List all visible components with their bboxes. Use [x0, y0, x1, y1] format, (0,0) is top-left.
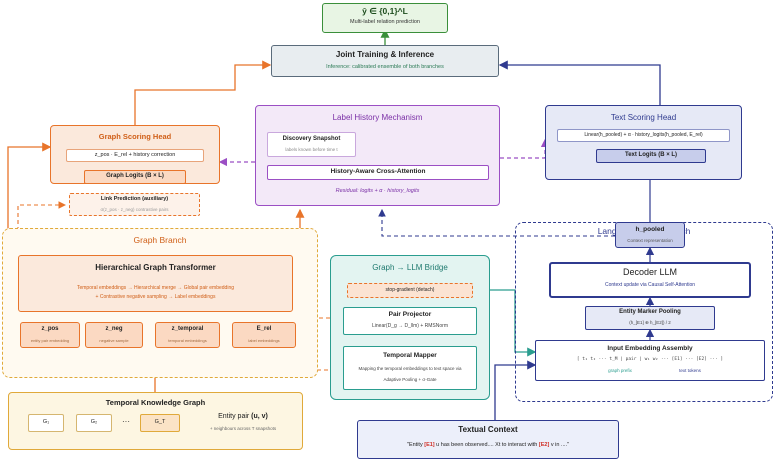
graph-transformer-title: Hierarchical Graph Transformer: [95, 263, 216, 272]
pair-projector-box: [343, 307, 477, 335]
output-subtitle: Multi-label relation prediction: [349, 19, 420, 25]
link-prediction-box: [69, 193, 200, 216]
embed-assembly-tokens: [ t₁ t₂ ··· t_M | pair | w₁ w₂ ··· [E1] …: [576, 357, 724, 362]
attention-title: History-Aware Cross-Attention: [330, 168, 426, 175]
output-zpos-name: z_pos: [41, 326, 59, 332]
snapshot-g1: [28, 414, 64, 432]
decoder-sub: Context update via Causal Self-Attention: [604, 282, 696, 288]
context-quote-2: u has been observed.... Xt to interact w…: [434, 442, 539, 448]
output-zneg-name: z_neg: [105, 326, 123, 332]
link-prediction-title: Link Prediction (auxiliary): [100, 196, 169, 202]
graph-transformer-line1: Temporal embeddings → Hierarchical merge…: [76, 285, 235, 291]
snapshot-g2: [76, 414, 112, 432]
graph-branch-title: Graph Branch: [133, 235, 187, 245]
context-quote-1: "Entity: [407, 442, 425, 448]
graph-logits-box: [84, 170, 186, 184]
temporal-mapper-sub2: Adaptive Pooling + σ-Gate: [383, 377, 437, 382]
arrow-hpooled-to-history: [378, 208, 615, 237]
snapshot-gt-label: G_T: [154, 419, 166, 425]
embed-assembly-box: [535, 340, 765, 381]
joint-subtitle: Inference: calibrated ensemble of both b…: [326, 64, 444, 70]
graph-head-title: Graph Scoring Head: [98, 132, 172, 141]
text-head-title: Text Scoring Head: [610, 113, 677, 122]
text-head-formula-box: [557, 129, 730, 142]
decoder-box: [549, 262, 751, 298]
graph-head-formula-box: [66, 149, 204, 162]
output-ztemporal-name: z_temporal: [171, 326, 204, 332]
temporal-mapper-box: [343, 346, 477, 390]
hpooled-sub: Context representation: [627, 238, 673, 243]
joint-title: Joint Training & Inference: [335, 50, 435, 59]
context-box: [357, 420, 619, 459]
marker-pooling-box: [585, 306, 715, 330]
graph-logits: Graph Logits (B × L): [106, 173, 164, 179]
output-ztemporal-box: [155, 322, 220, 348]
decoder-title: Decoder LLM: [622, 267, 678, 277]
hpooled-title: h_pooled: [635, 226, 665, 233]
graph-transformer-box: [18, 255, 293, 312]
discovery-snapshot-title: Discovery Snapshot: [282, 136, 341, 142]
arrow-history-to-text-head: [500, 138, 550, 159]
temporal-mapper-sub1: Mapping the temporal embeddings to text …: [358, 366, 462, 371]
text-head-formula: Linear(h_pooled) + α · history_logits(h_…: [584, 132, 703, 138]
output-zneg-box: [85, 322, 143, 348]
link-prediction-sub: σ(z_pos · z_neg) contrastive pairs: [100, 207, 169, 212]
embed-assembly-title: Input Embedding Assembly: [607, 345, 693, 352]
text-logits-box: [596, 149, 706, 163]
hpooled-box: [615, 222, 685, 248]
stop-gradient-box: [347, 283, 473, 298]
context-e1-marker: [E1]: [424, 442, 435, 448]
marker-pooling-sub: (h_[E1] ⊕ h_[E2]) / 2: [629, 320, 671, 325]
output-erel-sub: label embeddings: [248, 338, 280, 343]
entity-pair-vars: (u, v): [251, 413, 268, 420]
pair-projector-sub: Linear(D_g → D_llm) + RMSNorm: [372, 323, 448, 329]
context-e2-marker: [E2]: [538, 442, 550, 448]
text-tokens-label: text tokens: [679, 368, 701, 373]
output-ztemporal-sub: temporal embeddings: [168, 338, 207, 343]
pair-projector-title: Pair Projector: [388, 311, 432, 318]
entity-pair-label: Entity pair (u, v): [188, 413, 298, 420]
graph-head-formula: z_pos · E_rel + history correction: [94, 152, 176, 158]
output-zpos-box: [20, 322, 80, 348]
snapshot-g2-label: G₂: [90, 419, 98, 425]
entity-pair-text: Entity pair: [218, 413, 250, 420]
attention-box: [267, 165, 489, 180]
output-zpos-sub: entity pair embedding: [30, 338, 70, 343]
graph-prefix-label: graph prefix: [608, 368, 632, 373]
snapshot-gt: [140, 414, 180, 432]
arrow-graph-head-to-joint: [134, 60, 272, 125]
snapshot-g1-label: G₁: [42, 419, 50, 425]
discovery-snapshot-sub: labels known before time t: [285, 147, 338, 152]
output-box: [322, 3, 448, 33]
text-logits: Text Logits (B × L): [624, 152, 678, 158]
tkg-title: Temporal Knowledge Graph: [105, 398, 206, 407]
context-quote: "Entity [E1] u has been observed.... Xt …: [357, 442, 619, 448]
entity-pair-sub: + neighbours across T snapshots: [209, 426, 277, 431]
output-erel-box: [232, 322, 296, 348]
output-title: ŷ ∈ {0,1}^L: [362, 6, 408, 16]
context-quote-3: v in ....": [549, 442, 569, 448]
marker-pooling-title: Entity Marker Pooling: [619, 309, 681, 315]
label-history-title: Label History Mechanism: [332, 113, 423, 122]
arrow-text-head-to-joint: [498, 60, 661, 105]
context-title: Textual Context: [458, 425, 518, 434]
output-erel-name: E_rel: [256, 326, 272, 332]
discovery-snapshot-box: [267, 132, 356, 157]
snapshot-ellipsis: ···: [122, 417, 130, 426]
text-head-box: [545, 105, 742, 180]
temporal-mapper-title: Temporal Mapper: [383, 352, 437, 359]
history-formula: Residual: logits + α · history_logits: [335, 188, 420, 194]
arrow-context-to-embed: [494, 360, 537, 422]
graph-transformer-line2: + Contrastive negative sampling → Label …: [95, 294, 216, 300]
joint-box: [271, 45, 499, 77]
stop-gradient: stop-gradient (detach): [385, 287, 435, 293]
bridge-title: Graph → LLM Bridge: [372, 263, 448, 272]
output-zneg-sub: negative sample: [99, 338, 129, 343]
